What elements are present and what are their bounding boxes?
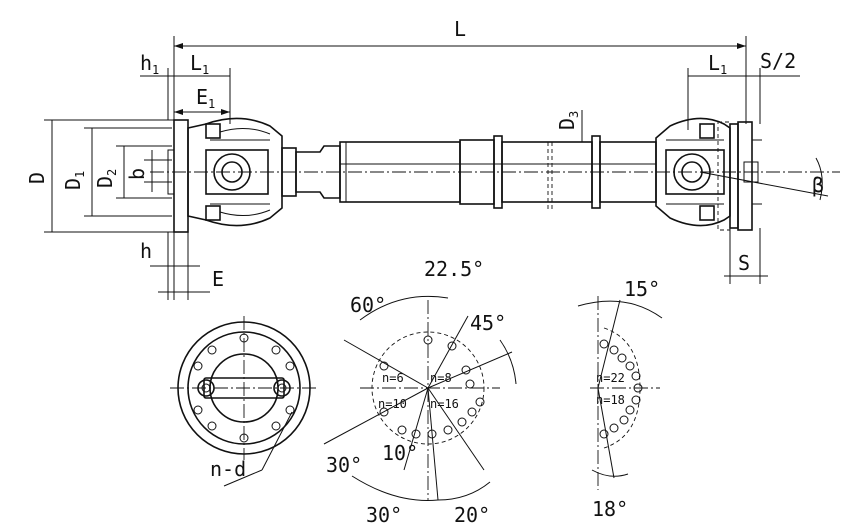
angle-60: 60° xyxy=(350,293,386,317)
angle-10: 10° xyxy=(382,441,418,465)
angle-20: 20° xyxy=(454,503,490,527)
angle-18: 18° xyxy=(592,497,628,521)
count-n16: n=16 xyxy=(430,397,459,411)
label-D1: D1 xyxy=(61,171,87,190)
bolt-pattern-main xyxy=(323,295,517,501)
count-n10: n=10 xyxy=(378,397,407,411)
dimension-lines xyxy=(44,36,800,300)
label-h1: h1 xyxy=(140,51,159,77)
count-n6: n=6 xyxy=(382,371,404,385)
label-beta: β xyxy=(812,173,824,197)
label-D: D xyxy=(25,172,49,184)
left-flange xyxy=(173,119,189,233)
count-n8: n=8 xyxy=(430,371,452,385)
angle-22-5: 22.5° xyxy=(424,257,484,281)
label-n-d: n-d xyxy=(210,457,246,481)
angle-15: 15° xyxy=(624,277,660,301)
count-n22: n=22 xyxy=(596,371,625,385)
label-S: S xyxy=(738,251,750,275)
left-yoke xyxy=(187,117,283,227)
bolt-pattern-side xyxy=(577,296,663,490)
label-E1: E1 xyxy=(196,85,215,111)
angle-30-left: 30° xyxy=(326,453,362,477)
count-n18: n=18 xyxy=(596,393,625,407)
right-flange xyxy=(729,123,739,229)
label-S-half: S/2 xyxy=(760,49,796,73)
shaft-elevation xyxy=(150,117,840,233)
label-h: h xyxy=(140,239,152,263)
label-L1-left: L1 xyxy=(190,51,209,77)
label-L: L xyxy=(454,17,466,41)
label-L1-right: L1 xyxy=(708,51,727,77)
label-D2: D2 xyxy=(93,169,119,188)
label-b: b xyxy=(125,168,149,180)
label-D3: D3 xyxy=(555,111,581,130)
label-E: E xyxy=(212,267,224,291)
angle-30-bottom: 30° xyxy=(366,503,402,527)
angle-45: 45° xyxy=(470,311,506,335)
flange-end-view xyxy=(170,316,318,487)
